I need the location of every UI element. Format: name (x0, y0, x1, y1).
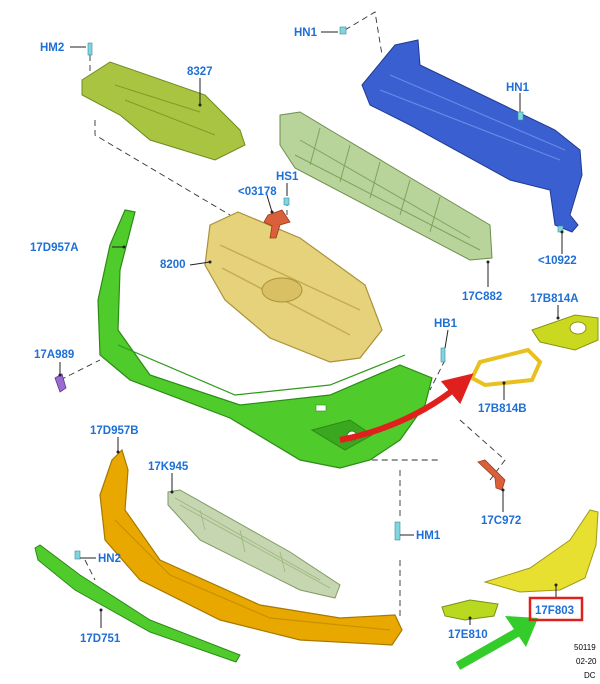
label-8200: 8200 (160, 259, 186, 271)
part-17d751-lip (34, 544, 241, 663)
label-hm2: HM2 (40, 42, 64, 54)
label-17a989: 17A989 (34, 349, 74, 361)
part-reinforcement (361, 39, 583, 233)
label-17d751: 17D751 (80, 633, 121, 645)
label-hm1: HM1 (416, 530, 441, 542)
part-17a989-cap (54, 373, 67, 393)
label-hn2: HN2 (98, 553, 121, 565)
part-17e810-bracket (441, 599, 499, 621)
footer-line-1: 50119 (574, 643, 596, 652)
part-hm1-clip (394, 521, 401, 541)
label-hb1: HB1 (434, 318, 458, 330)
assembly-dashed-lines (59, 11, 556, 620)
label-hn1-right: HN1 (506, 82, 530, 94)
part-8327-deflector (81, 61, 246, 161)
label-17b814a: 17B814A (530, 293, 579, 305)
label-17e810: 17E810 (448, 629, 488, 641)
label-hn1-top: HN1 (294, 27, 318, 39)
part-17c972-bracket (477, 459, 506, 491)
label-17c882: 17C882 (462, 291, 502, 303)
footer-line-2: 02-20 (576, 657, 597, 666)
label-17d957a: 17D957A (30, 242, 79, 254)
footer-line-3: DC (584, 671, 596, 680)
highlight-box (528, 596, 584, 622)
red-arrow (339, 373, 474, 443)
leader-lines (58, 31, 564, 628)
footer-notes: 50119 02-20 DC (574, 643, 597, 680)
part-17c882-absorber (279, 111, 493, 261)
label-17d957b: 17D957B (90, 425, 139, 437)
part-17b814b-bezel (469, 347, 543, 388)
label-10922: <10922 (538, 255, 577, 267)
label-17b814b: 17B814B (478, 403, 527, 415)
label-17f803: 17F803 (535, 605, 574, 617)
green-arrow (455, 616, 538, 670)
part-17b814a-bezel (531, 314, 599, 351)
part-17k945-grille-insert (167, 489, 341, 599)
part-17d957b-lower-valance (99, 448, 403, 646)
label-17k945: 17K945 (148, 461, 189, 473)
label-8327: 8327 (187, 66, 213, 78)
fastener-clips (74, 26, 564, 560)
part-17d957a-bumper-cover (97, 209, 433, 469)
label-17c972: 17C972 (481, 515, 521, 527)
part-17f803-cover (483, 509, 599, 593)
part-labels: HM2 8327 HN1 HN1 HS1 <03178 17D957A 8200… (30, 27, 579, 645)
part-03178-bracket (263, 209, 291, 239)
label-03178: <03178 (238, 186, 277, 198)
label-hs1: HS1 (276, 171, 299, 183)
part-hb1-clip (440, 347, 446, 363)
